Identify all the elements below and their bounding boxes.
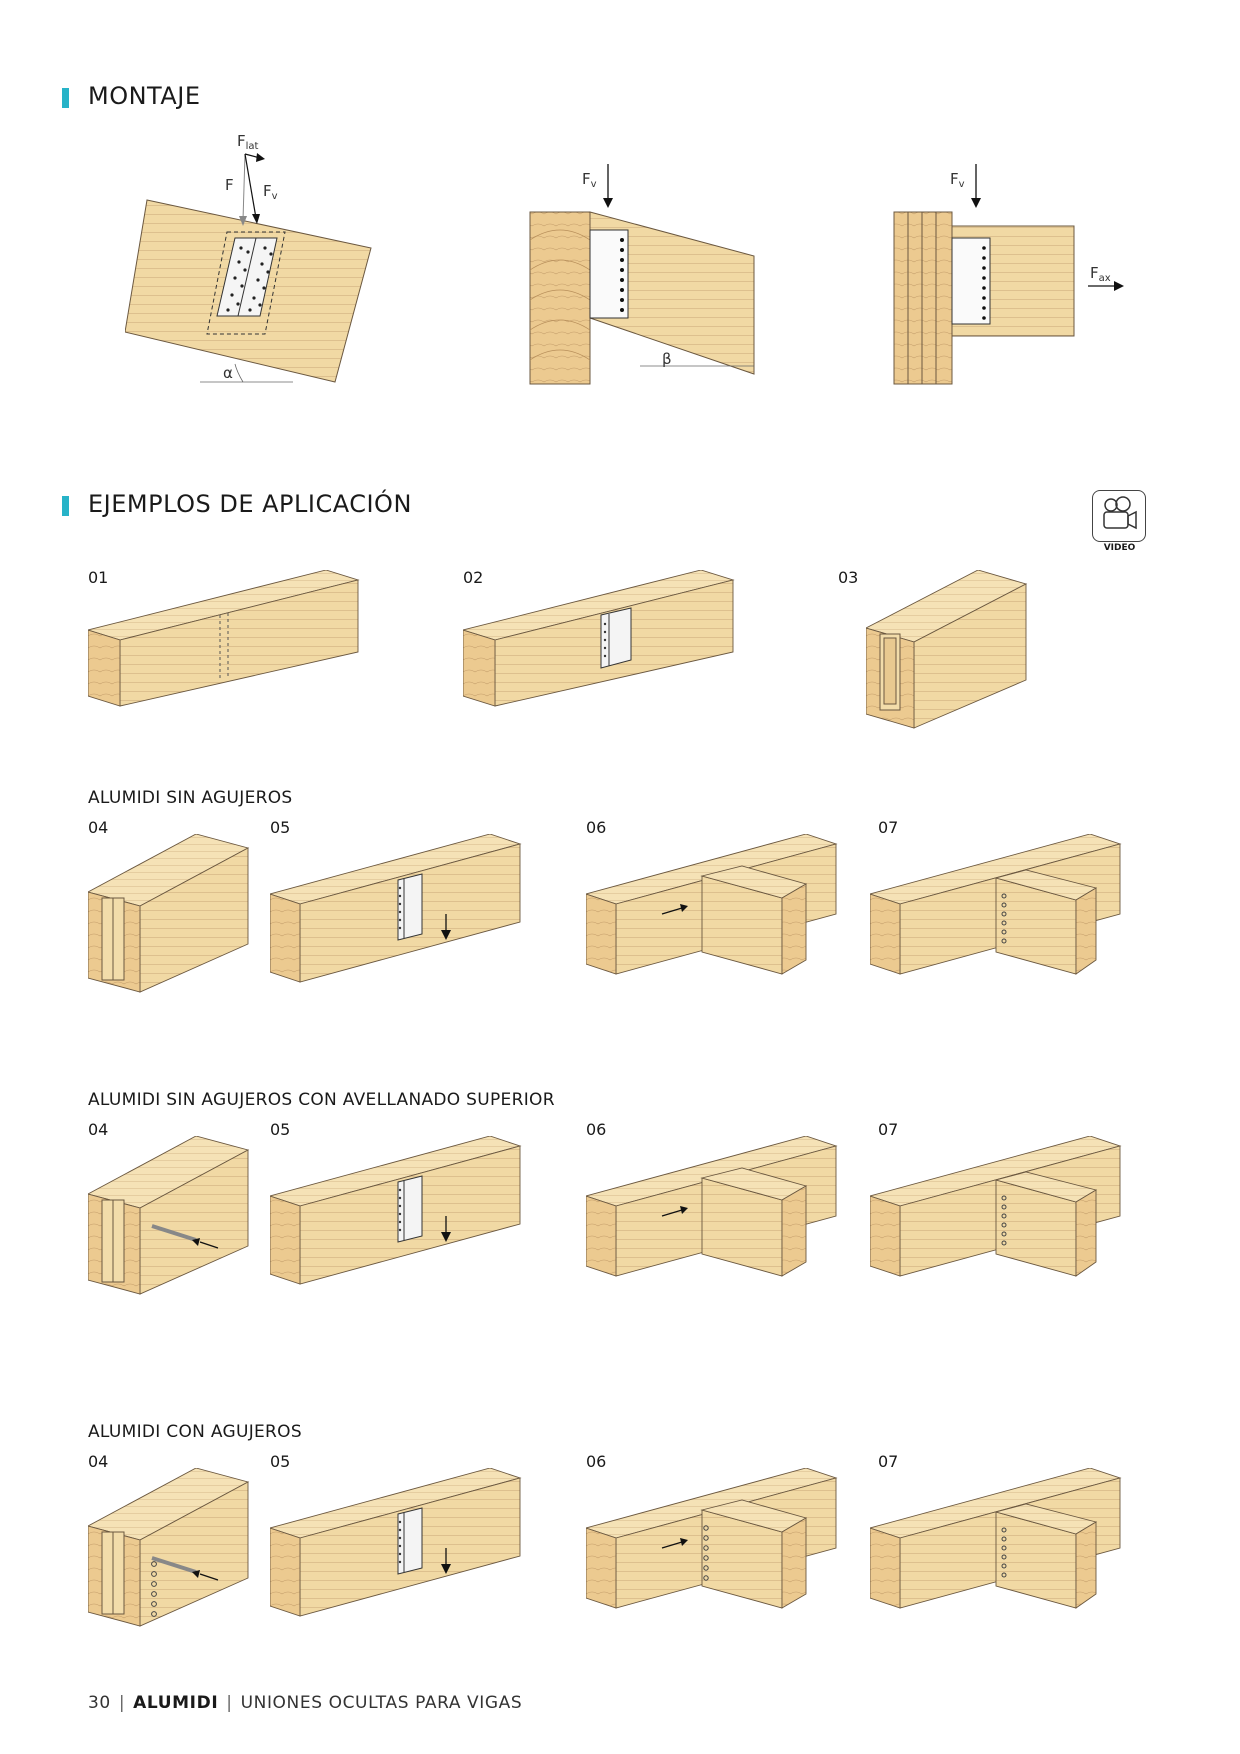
angle-alpha-label: α	[223, 364, 233, 382]
example-number-02: 02	[463, 568, 484, 587]
example-number-07: 07	[878, 1120, 899, 1139]
example-02-beam-with-plate	[463, 570, 735, 707]
force-f-label: F	[225, 176, 234, 194]
example-05-beam-to-beam-illustration	[270, 1136, 522, 1285]
video-button[interactable]	[1092, 490, 1146, 542]
example-01-beam-slot	[88, 570, 360, 707]
example-06-t-joint-front-illustration	[586, 834, 838, 975]
alumidi-plate	[600, 607, 632, 669]
main-beam-laminated	[893, 211, 953, 385]
group-title: ALUMIDI SIN AGUJEROS CON AVELLANADO SUPE…	[88, 1090, 555, 1110]
example-number-03: 03	[838, 568, 859, 587]
force-v-label: Fv	[582, 170, 597, 190]
footer-brand: ALUMIDI	[133, 1693, 219, 1713]
section-accent-bar	[62, 88, 69, 108]
example-number-06: 06	[586, 818, 607, 837]
example-number-07: 07	[878, 1452, 899, 1471]
example-06-t-joint-front-illustration	[586, 1468, 838, 1609]
example-03-beam-end-slot	[866, 570, 1028, 729]
force-ax-label: Fax	[1090, 264, 1111, 284]
example-05-beam-to-beam-illustration	[270, 834, 522, 983]
force-v-label: Fv	[263, 182, 278, 202]
example-number-05: 05	[270, 1120, 291, 1139]
page-number: 30	[88, 1693, 111, 1713]
page-footer: 30|ALUMIDI|UNIONES OCULTAS PARA VIGAS	[88, 1693, 523, 1713]
example-number-06: 06	[586, 1120, 607, 1139]
video-label: VIDEO	[1103, 543, 1136, 553]
example-07-t-joint-rear-illustration	[870, 1136, 1122, 1277]
video-camera-icon	[1103, 496, 1137, 530]
example-number-01: 01	[88, 568, 109, 587]
example-05-beam-to-beam-illustration	[270, 1468, 522, 1617]
main-beam-section	[529, 211, 591, 385]
group-title: ALUMIDI SIN AGUJEROS	[88, 788, 293, 808]
example-06-t-joint-front-illustration	[586, 1136, 838, 1277]
example-04-beam-end-slot-illustration	[88, 1468, 250, 1627]
example-number-07: 07	[878, 818, 899, 837]
force-v-label: Fv	[950, 170, 965, 190]
section-title-ejemplos: EJEMPLOS DE APLICACIÓN	[88, 490, 412, 518]
example-number-04: 04	[88, 818, 109, 837]
example-07-t-joint-rear-illustration	[870, 1468, 1122, 1609]
example-number-05: 05	[270, 818, 291, 837]
example-number-04: 04	[88, 1452, 109, 1471]
group-title: ALUMIDI CON AGUJEROS	[88, 1422, 302, 1442]
force-lat-label: Flat	[237, 132, 259, 152]
example-04-beam-end-slot-illustration	[88, 1136, 250, 1295]
section-accent-bar	[62, 496, 69, 516]
example-number-05: 05	[270, 1452, 291, 1471]
section-title-montaje: MONTAJE	[88, 82, 201, 110]
footer-subtitle: UNIONES OCULTAS PARA VIGAS	[240, 1693, 523, 1713]
example-04-beam-end-slot-illustration	[88, 834, 250, 993]
montaje-figure-inclined-joist: β Fv	[529, 164, 755, 385]
example-number-06: 06	[586, 1452, 607, 1471]
angle-beta-label: β	[662, 350, 672, 368]
example-07-t-joint-rear-illustration	[870, 834, 1122, 975]
montaje-figure-axial-force: Fv Fax	[893, 164, 1124, 385]
example-number-04: 04	[88, 1120, 109, 1139]
alumidi-plate	[951, 237, 991, 325]
alumidi-plate	[589, 229, 629, 319]
montaje-figure-inclined-beam: α F Flat Fv	[125, 132, 372, 383]
